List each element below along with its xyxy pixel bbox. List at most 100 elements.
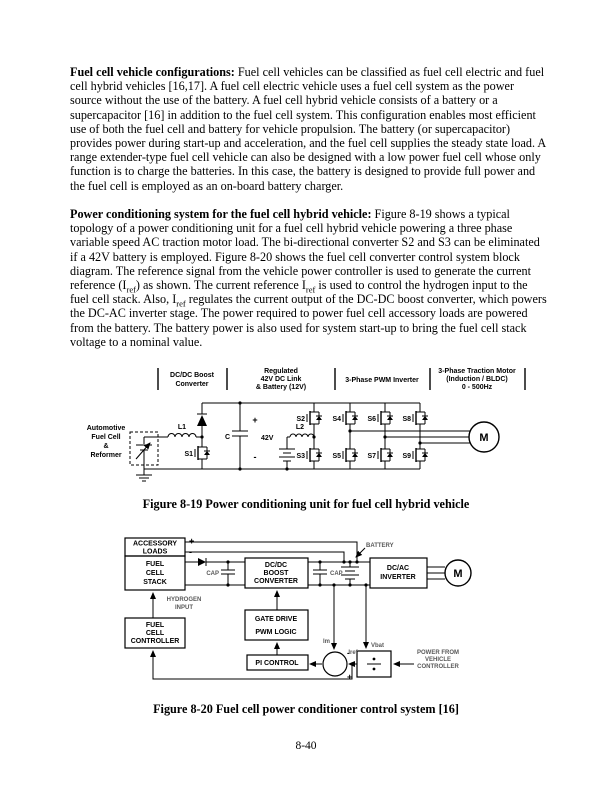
label-s2: S2 xyxy=(296,416,305,423)
label-sum-plus: + xyxy=(347,672,352,682)
controller-label-2: CELL xyxy=(146,630,165,637)
fuel-cell-controller-block xyxy=(124,617,186,649)
junction-dots xyxy=(200,401,422,471)
label-power-1: POWER FROM xyxy=(417,650,459,656)
input-capacitor xyxy=(221,562,235,585)
inverter-legs: S2 S3 S4 S5 S6 S7 S8 S9 xyxy=(296,403,429,469)
boost-label-1: DC/DC xyxy=(265,562,287,569)
motor-circle xyxy=(468,421,500,453)
switch-s5 xyxy=(342,443,359,467)
label-s1: S1 xyxy=(184,451,193,458)
dcac-inverter-block xyxy=(369,557,428,589)
figure-8-20-caption: Figure 8-20 Fuel cell power conditioner … xyxy=(153,702,459,716)
label-l2: L2 xyxy=(296,424,304,431)
label-accessory-minus: - xyxy=(189,547,192,557)
label-cap-1: CAP xyxy=(206,571,219,577)
header-dc-link-2: 42V DC Link xyxy=(261,376,302,383)
stack-label-3: STACK xyxy=(143,579,167,586)
label-cap-2: CAP xyxy=(330,571,343,577)
header-traction-motor-3: 0 - 500Hz xyxy=(462,384,493,391)
label-motor: M xyxy=(479,432,488,444)
switch-s7 xyxy=(377,443,394,467)
paragraph-lead: Power conditioning system for the fuel c… xyxy=(70,207,372,221)
paragraph-segment: regulates the current output of the DC-D… xyxy=(70,292,547,349)
label-battery: BATTERY xyxy=(366,543,394,549)
source-label-4: Reformer xyxy=(90,452,121,459)
header-dcdc-boost-2: Converter xyxy=(175,381,208,388)
label-iref: Iref xyxy=(348,650,358,656)
fuel-cell-arrow xyxy=(135,442,151,460)
boost-stage: L1 S1 xyxy=(144,403,211,469)
label-motor: M xyxy=(453,568,462,580)
stack-label-1: FUEL xyxy=(146,561,165,568)
label-accessory-plus: + xyxy=(189,536,194,546)
paragraph-lead: Fuel cell vehicle configurations: xyxy=(70,65,235,79)
battery-symbol xyxy=(341,562,359,585)
label-hydrogen-1: HYDROGEN xyxy=(167,597,202,603)
controller-label-3: CONTROLLER xyxy=(131,638,180,645)
label-sum-minus: - xyxy=(347,648,350,658)
bus-diode xyxy=(198,558,206,566)
iref-subscript: ref xyxy=(126,284,136,295)
source-label-2: Fuel Cell xyxy=(91,434,120,441)
inverter-label-1: DC/AC xyxy=(387,565,409,572)
pwm-logic-label: PWM LOGIC xyxy=(255,629,296,636)
switch-s1 xyxy=(194,441,211,465)
section-divider-bars xyxy=(157,368,526,390)
switch-s2 xyxy=(306,406,323,430)
ground-symbol xyxy=(136,469,152,482)
paragraph-body: Fuel cell vehicles can be classified as … xyxy=(70,65,546,193)
header-traction-motor-1: 3-Phase Traction Motor xyxy=(438,368,516,375)
paragraph-segment: Figure 8-19 shows a typical topology of … xyxy=(70,207,540,293)
label-42v: 42V xyxy=(261,435,274,442)
inverter-label-2: INVERTER xyxy=(380,574,415,581)
label-s7: S7 xyxy=(367,453,376,460)
stack-label-2: CELL xyxy=(146,570,165,577)
switch-s9 xyxy=(412,443,429,467)
inductor-l1 xyxy=(144,433,202,438)
boost-label-3: CONVERTER xyxy=(254,578,298,585)
label-s9: S9 xyxy=(402,453,411,460)
accessory-loads-label-1: ACCESSORY xyxy=(133,541,177,548)
source-label-3: & xyxy=(103,443,108,450)
pi-control-label: PI CONTROL xyxy=(255,660,299,667)
switch-s4 xyxy=(342,406,359,430)
label-s4: S4 xyxy=(332,416,341,423)
boost-label-2: BOOST xyxy=(264,570,290,577)
iref-subscript: ref xyxy=(176,298,186,309)
paragraph-segment: ) as shown. The current reference I xyxy=(135,278,306,293)
motor-circle xyxy=(444,559,472,587)
iref-to-controller-feedback xyxy=(150,650,353,680)
source-label-1: Automotive xyxy=(87,425,126,432)
battery-12v xyxy=(279,437,295,469)
header-dcdc-boost: DC/DC Boost xyxy=(170,372,215,379)
paragraph-fuel-cell-configurations: Fuel cell vehicle configurations: Fuel c… xyxy=(70,65,547,193)
summing-circle xyxy=(322,651,348,677)
label-dc-plus: + xyxy=(252,415,257,425)
three-phase-lines xyxy=(350,430,471,444)
fuel-cell-source: Automotive Fuel Cell & Reformer xyxy=(87,425,159,482)
paragraph-power-conditioning: Power conditioning system for the fuel c… xyxy=(70,207,547,349)
page-number: 8-40 xyxy=(295,740,317,752)
vehicle-controller-input: POWER FROM VEHICLE CONTROLLER xyxy=(393,650,459,670)
switch-s6 xyxy=(377,406,394,430)
figure-8-19-caption: Figure 8-19 Power conditioning unit for … xyxy=(142,497,470,511)
dc-bus: CAP CAP BATTERY xyxy=(185,543,394,586)
boost-diode-triangle xyxy=(197,415,207,426)
fuel-cell-stack-block xyxy=(124,555,186,591)
label-dc-minus: - xyxy=(254,452,257,462)
switch-s8 xyxy=(412,406,429,430)
label-s6: S6 xyxy=(367,416,376,423)
label-s5: S5 xyxy=(332,453,341,460)
dc-link-capacitor: C + 42V - xyxy=(225,403,274,469)
header-dc-link-3: & Battery (12V) xyxy=(256,384,306,391)
accessory-feed-lines: + - xyxy=(185,536,358,562)
battery-l2-branch: L2 xyxy=(279,424,315,469)
output-capacitor xyxy=(313,562,327,585)
inductor-l2 xyxy=(287,433,315,438)
accessory-loads-label-2: LOADS xyxy=(143,549,168,556)
switch-s3 xyxy=(306,443,323,467)
label-s3: S3 xyxy=(296,453,305,460)
boost-diode xyxy=(197,403,207,437)
